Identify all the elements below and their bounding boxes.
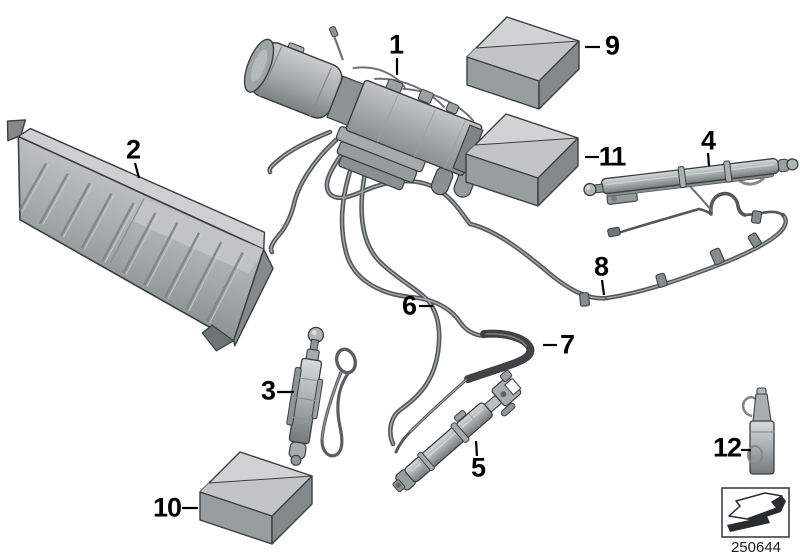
- part-5-cylinder-illustration: [392, 369, 522, 493]
- callout-3[interactable]: 3: [260, 375, 276, 406]
- box-9-illustration: [466, 16, 580, 110]
- part-7-hose-sleeve-illustration: [394, 329, 535, 454]
- callout-6[interactable]: 6: [401, 290, 417, 321]
- part-1-pump-illustration: [243, 26, 484, 198]
- part-3-strap-illustration: [320, 347, 358, 458]
- part-5-pin-illustration: [500, 402, 516, 417]
- part-3-cylinder-illustration: [286, 326, 325, 466]
- callout-12[interactable]: 12: [712, 432, 742, 463]
- callout-8[interactable]: 8: [593, 251, 609, 282]
- callout-2[interactable]: 2: [125, 134, 141, 165]
- arrow-down-left-icon: [727, 492, 786, 532]
- callout-9[interactable]: 9: [604, 30, 620, 61]
- part-8-line-set-illustration: [579, 173, 788, 307]
- callout-10[interactable]: 10: [152, 492, 182, 523]
- callout-4[interactable]: 4: [700, 125, 716, 156]
- callout-7[interactable]: 7: [559, 329, 575, 360]
- callout-1[interactable]: 1: [388, 29, 404, 60]
- part-12-fitting-illustration: [741, 387, 775, 475]
- part-2-cover-illustration: [6, 119, 274, 352]
- part-4-cylinder-illustration: [583, 157, 799, 205]
- box-11-illustration: [465, 113, 579, 207]
- callout-5[interactable]: 5: [470, 452, 486, 483]
- callout-leader-lines: [133, 45, 751, 510]
- diagram-ref-number: 250644: [730, 539, 782, 556]
- callout-11[interactable]: 11: [598, 141, 627, 172]
- ref-box: [721, 487, 790, 538]
